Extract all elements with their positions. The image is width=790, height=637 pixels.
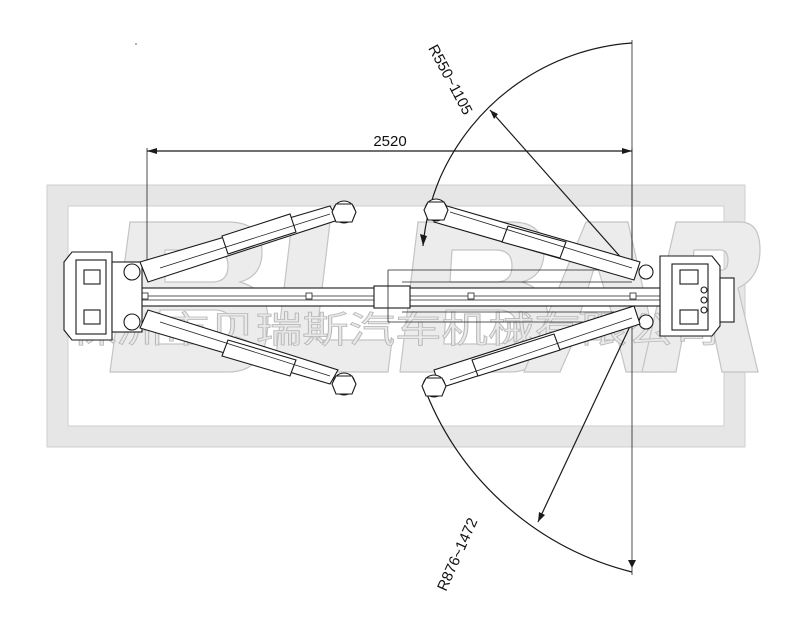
arm-upper-right: [423, 198, 641, 281]
width-dimension-label: 2520: [373, 133, 406, 150]
base-frame: [111, 269, 671, 323]
long-radius-label: R876~1472: [434, 515, 481, 593]
arm-upper-left: [139, 200, 357, 283]
arm-lower-right: [421, 305, 641, 398]
short-radius-label: R550~1105: [424, 42, 475, 118]
stray-mark: [135, 43, 137, 45]
short-arm-radius-arc: [420, 40, 633, 271]
arm-lower-left: [139, 309, 357, 396]
right-column: [638, 255, 735, 337]
left-column: [63, 251, 143, 341]
long-arm-radius-arc: [425, 321, 636, 575]
